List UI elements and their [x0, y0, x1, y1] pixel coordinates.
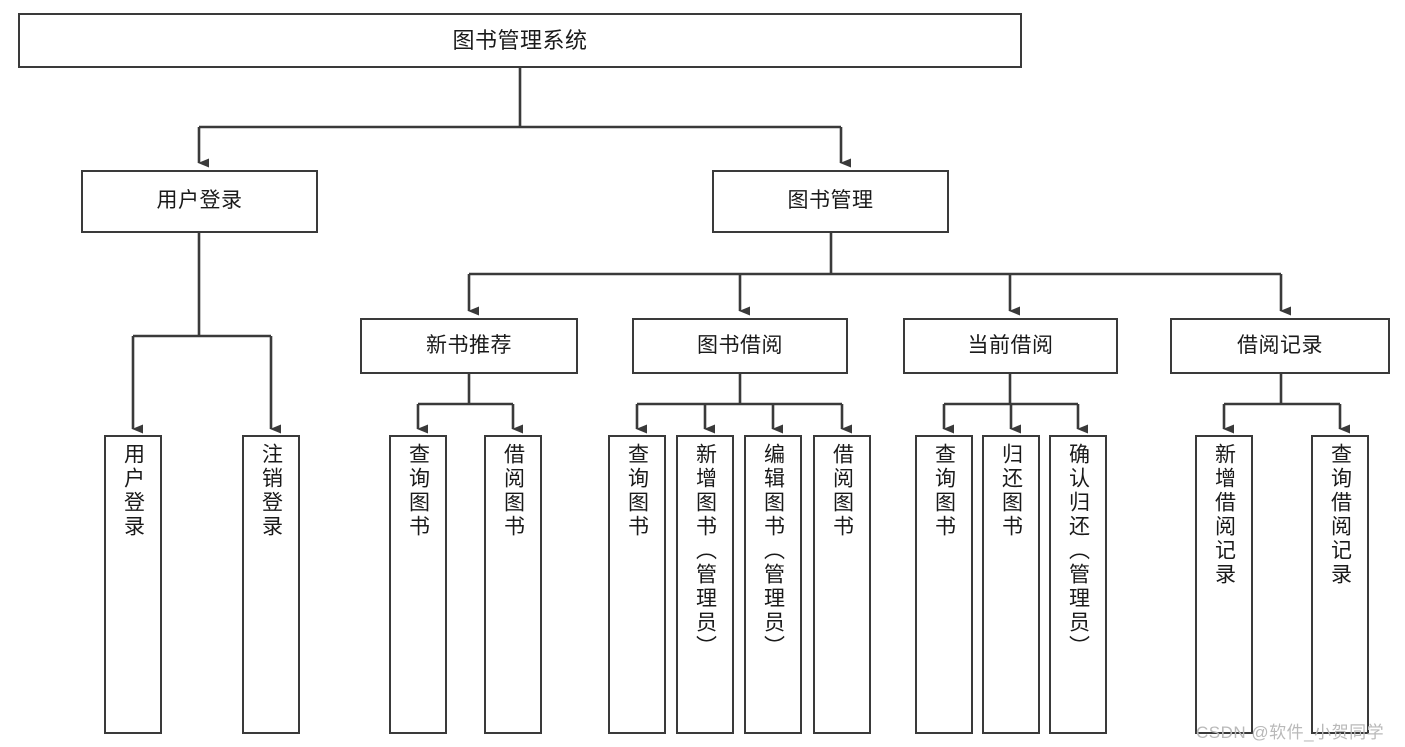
leaf-user-login-logout[interactable]: 注销登录: [242, 435, 300, 734]
leaf-new-book-query-book[interactable]: 查询图书: [389, 435, 447, 734]
node-root-book-management-system[interactable]: 图书管理系统: [18, 13, 1022, 68]
edge-group-root: [197, 68, 851, 168]
leaf-book-borrow-borrow-book[interactable]: 借阅图书: [813, 435, 871, 734]
node-label: 确认归还（管理员）: [1066, 443, 1090, 659]
node-book-management[interactable]: 图书管理: [712, 170, 949, 233]
node-label: 查询借阅记录: [1328, 443, 1352, 587]
node-label: 借阅图书: [830, 443, 854, 539]
node-label: 用户登录: [121, 443, 145, 539]
leaf-borrow-record-add-record[interactable]: 新增借阅记录: [1195, 435, 1253, 734]
node-label: 查询图书: [406, 443, 430, 539]
node-borrow-record[interactable]: 借阅记录: [1170, 318, 1390, 374]
leaf-current-borrow-query-book[interactable]: 查询图书: [915, 435, 973, 734]
leaf-current-borrow-confirm-return-admin[interactable]: 确认归还（管理员）: [1049, 435, 1107, 734]
leaf-book-borrow-edit-book-admin[interactable]: 编辑图书（管理员）: [744, 435, 802, 734]
leaf-book-borrow-add-book-admin[interactable]: 新增图书（管理员）: [676, 435, 734, 734]
leaf-book-borrow-query-book[interactable]: 查询图书: [608, 435, 666, 734]
node-user-login[interactable]: 用户登录: [81, 170, 318, 233]
node-label: 新增借阅记录: [1212, 443, 1236, 587]
leaf-current-borrow-return-book[interactable]: 归还图书: [982, 435, 1040, 734]
edge-group-borrow-record: [1222, 374, 1350, 434]
node-book-borrow[interactable]: 图书借阅: [632, 318, 848, 374]
edge-group-book-management: [467, 233, 1291, 316]
edge-group-current-borrow: [942, 374, 1088, 434]
node-label: 当前借阅: [967, 333, 1054, 357]
edge-group-new-book-recommend: [416, 374, 523, 434]
node-label: 新书推荐: [426, 333, 512, 357]
leaf-new-book-borrow-book[interactable]: 借阅图书: [484, 435, 542, 734]
node-label: 归还图书: [999, 443, 1023, 539]
node-label: 查询图书: [625, 443, 649, 539]
node-label: 编辑图书（管理员）: [761, 443, 785, 659]
node-label: 注销登录: [259, 443, 283, 539]
edge-group-book-borrow: [635, 374, 852, 434]
node-new-book-recommend[interactable]: 新书推荐: [360, 318, 578, 374]
node-label: 借阅记录: [1237, 333, 1323, 357]
leaf-borrow-record-query-record[interactable]: 查询借阅记录: [1311, 435, 1369, 734]
node-label: 图书管理: [787, 189, 874, 213]
node-current-borrow[interactable]: 当前借阅: [903, 318, 1118, 374]
node-label: 借阅图书: [501, 443, 525, 539]
node-label: 用户登录: [156, 189, 243, 213]
leaf-user-login-login[interactable]: 用户登录: [104, 435, 162, 734]
node-label: 图书借阅: [697, 333, 783, 357]
edge-group-user-login: [131, 233, 281, 434]
node-label: 查询图书: [932, 443, 956, 539]
node-label: 图书管理系统: [452, 27, 588, 53]
node-label: 新增图书（管理员）: [693, 443, 717, 659]
